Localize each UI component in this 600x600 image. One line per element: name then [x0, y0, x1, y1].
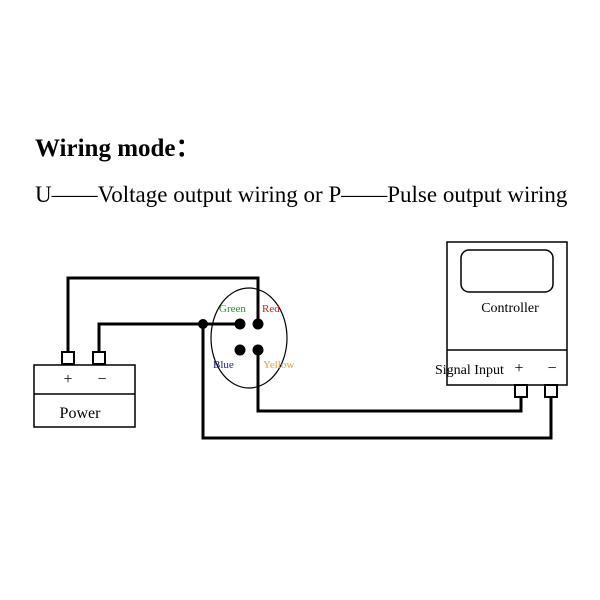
pin-blue [234, 344, 246, 356]
power-supply: + − Power [33, 351, 136, 428]
signal-plus-terminal [514, 384, 528, 398]
wire-yellow-to-signal-plus [256, 350, 523, 413]
wire-junction-dot [198, 319, 208, 329]
power-plus-label: + [63, 371, 72, 388]
power-box [33, 364, 136, 428]
signal-input-label: Signal Input [435, 363, 504, 378]
page-title: Wiring mode： [35, 135, 201, 162]
controller: Controller Signal Input + − [435, 241, 568, 398]
label-blue: Blue [213, 359, 234, 371]
controller-screen [460, 249, 554, 293]
pin-red [252, 318, 264, 330]
wire-blue-to-signal-minus [201, 324, 553, 440]
signal-plus-label: + [514, 360, 523, 377]
wires [66, 276, 553, 440]
label-green: Green [219, 303, 246, 315]
pin-yellow [252, 344, 264, 356]
controller-label: Controller [481, 301, 539, 316]
power-minus-label: − [97, 371, 106, 388]
sensor-connector: Green Red Blue Yellow [210, 287, 294, 389]
wire-power-minus-to-green [97, 322, 240, 352]
power-minus-terminal [92, 351, 106, 365]
label-yellow: Yellow [263, 359, 294, 371]
power-label: Power [60, 405, 102, 422]
wire-power-plus-to-red [66, 276, 260, 352]
power-plus-terminal [61, 351, 75, 365]
signal-minus-label: − [547, 360, 556, 377]
pin-green [234, 318, 246, 330]
signal-minus-terminal [544, 384, 558, 398]
label-red: Red [262, 303, 280, 315]
connector-outline [210, 287, 288, 389]
wiring-description: U——Voltage output wiring or P——Pulse out… [35, 182, 568, 207]
